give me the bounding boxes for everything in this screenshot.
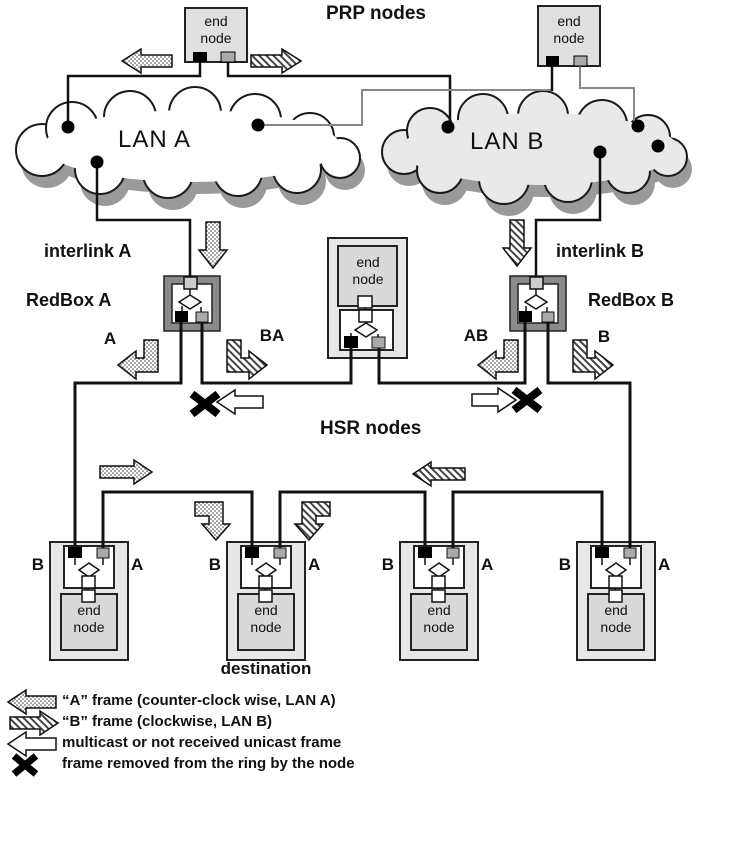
ab-frame-label: AB [463,326,489,345]
prp-nodes-title: PRP nodes [326,3,426,24]
ring-node-4-right-label: A [658,555,671,574]
ab-frame-arrow-redbox-b [476,339,519,381]
legend-multicast-arrow [6,730,57,758]
ring-node-2-right-label: A [308,555,321,574]
lan-a-cloud [15,86,361,199]
hsr-nodes-title: HSR nodes [320,418,422,439]
interlink-a-label: interlink A [44,241,132,261]
legend-removed-x [11,753,39,777]
ba-frame-arrow-redbox-a [226,339,269,381]
ring-node-2-left-label: B [208,555,221,574]
redbox-b-internals [519,276,555,323]
lan-b-cloud [381,90,688,205]
removed-x-mark-right [511,386,543,414]
redbox-a-label: RedBox A [26,290,112,310]
a-frame-label: A [103,329,117,348]
lan-a-label: LAN A [118,126,192,153]
ring-node-4-internals [595,547,637,603]
ring-node-2-box [226,541,306,661]
hsr-middle-end-node-label: end node [352,254,384,287]
removed-x-mark-left [189,390,221,418]
ring-node-1-end-node-label: end node [73,602,105,635]
lan-connection-dots [61,118,665,169]
a-frame-arrow-destination [194,501,232,542]
interlink-a-wire [95,166,192,284]
multicast-arrow-right [471,386,518,414]
multicast-arrow-left [215,388,264,416]
ring-node-3-left-label: B [381,555,394,574]
lan-b-label: LAN B [470,128,545,155]
a-frame-arrow-interlink-a [197,221,229,270]
ring-node-3-box [399,541,479,661]
b-frame-arrow-top-right [250,47,303,75]
interlink-b-wire [534,156,602,284]
redbox-a-internals [175,276,209,323]
b-frame-arrow-ring-right [411,460,466,488]
a-frame-arrow-redbox-a [116,339,159,381]
ring-node-1-right-label: A [131,555,144,574]
redbox-b-label: RedBox B [588,290,675,310]
a-frame-arrow-ring-left [99,458,154,486]
legend-removed-text: frame removed from the ring by the node [62,755,355,772]
hsr-ring-wires [73,316,632,552]
ring-node-2-end-node-label: end node [250,602,282,635]
hsr-middle-internals [344,295,386,349]
ring-node-3-end-node-label: end node [423,602,455,635]
interlink-wires [95,156,602,284]
ring-node-4-left-label: B [558,555,571,574]
interlink-b-label: interlink B [556,241,645,261]
prp-end-node-1-ports [193,51,236,63]
legend-a-frame-text: “A” frame (counter-clock wise, LAN A) [62,692,336,709]
prp-end-node-1-label: end node [200,13,232,46]
b-frame-arrow-interlink-b [501,219,533,268]
legend-b-frame-text: “B” frame (clockwise, LAN B) [62,713,273,730]
ring-node-3-right-label: A [481,555,494,574]
ring-node-4-box [576,541,656,661]
prp-wires [66,62,635,126]
b-frame-arrow-redbox-b [572,339,615,381]
b-frame-arrow-destination [293,501,331,542]
prp-end-node-2-label: end node [553,13,585,46]
destination-label: destination [220,659,312,678]
ring-node-1-internals [68,547,110,603]
a-frame-arrow-top-left [120,47,173,75]
ring-node-3-internals [418,547,460,603]
b-frame-label: B [597,327,611,346]
ba-frame-label: BA [259,326,285,345]
ring-node-2-internals [245,547,287,603]
legend-multicast-text: multicast or not received unicast frame [62,734,342,751]
prp-end-node-2-ports [546,55,588,67]
legend-a-frame-arrow [6,688,57,716]
ring-node-4-end-node-label: end node [600,602,632,635]
legend-b-frame-arrow [9,709,60,737]
ring-node-1-left-label: B [31,555,44,574]
